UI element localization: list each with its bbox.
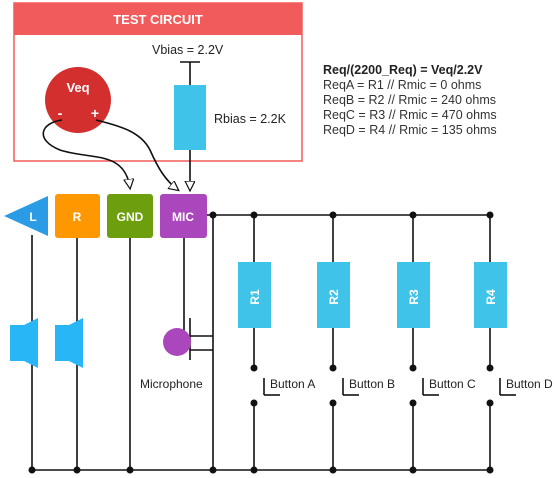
button-d-label: Button D bbox=[506, 377, 553, 391]
microphone-label: Microphone bbox=[140, 377, 203, 391]
resistor-r4 bbox=[474, 262, 507, 328]
resistor-r3 bbox=[397, 262, 430, 328]
test-circuit-title: TEST CIRCUIT bbox=[113, 12, 203, 27]
rbias-label: Rbias = 2.2K bbox=[214, 112, 287, 126]
test-circuit-header bbox=[14, 3, 302, 35]
equation-line-3: ReqB = R2 // Rmic = 240 ohms bbox=[323, 93, 496, 107]
connector-mic: MIC bbox=[160, 194, 207, 238]
equation-line-1: Req/(2200_Req) = Veq/2.2V bbox=[323, 63, 483, 77]
veq-minus-lead bbox=[42, 119, 130, 188]
veq-plus-lead bbox=[95, 119, 178, 190]
svg-text:L: L bbox=[29, 210, 36, 224]
speaker-left-icon bbox=[10, 318, 38, 368]
veq-label: Veq bbox=[66, 80, 89, 95]
svg-text:GND: GND bbox=[117, 210, 144, 224]
microphone: Microphone bbox=[140, 318, 213, 391]
junction-dots bbox=[28, 211, 494, 474]
veq-minus: - bbox=[58, 105, 63, 121]
speaker-right-icon bbox=[55, 318, 83, 368]
button-c-label: Button C bbox=[429, 377, 476, 391]
svg-text:R2: R2 bbox=[327, 289, 341, 305]
resistor-column-2: R2 Button B bbox=[317, 215, 395, 470]
equation-line-4: ReqC = R3 // Rmic = 470 ohms bbox=[323, 108, 497, 122]
svg-text:R: R bbox=[73, 210, 82, 224]
connector-r: R bbox=[55, 194, 100, 238]
vbias-label: Vbias = 2.2V bbox=[152, 43, 224, 57]
rbias-resistor bbox=[174, 85, 206, 150]
microphone-icon bbox=[163, 328, 191, 356]
svg-text:R4: R4 bbox=[484, 289, 498, 305]
equation-line-2: ReqA = R1 // Rmic = 0 ohms bbox=[323, 78, 481, 92]
connector-l: L bbox=[4, 196, 48, 236]
svg-text:R3: R3 bbox=[407, 289, 421, 305]
resistor-column-3: R3 Button C bbox=[397, 215, 476, 470]
resistor-r2 bbox=[317, 262, 350, 328]
veq-plus: + bbox=[91, 105, 99, 121]
veq-source: Veq - + bbox=[45, 67, 111, 133]
connector-gnd: GND bbox=[107, 194, 153, 238]
svg-text:MIC: MIC bbox=[172, 210, 194, 224]
resistor-column-1: R1 Button A bbox=[238, 215, 315, 470]
resistor-column-4: R4 Button D bbox=[474, 215, 553, 470]
resistor-r1 bbox=[238, 262, 271, 328]
button-a-label: Button A bbox=[270, 377, 315, 391]
equation-line-5: ReqD = R4 // Rmic = 135 ohms bbox=[323, 123, 497, 137]
svg-text:R1: R1 bbox=[248, 289, 262, 305]
equations-block: Req/(2200_Req) = Veq/2.2V ReqA = R1 // R… bbox=[323, 63, 497, 137]
button-b-label: Button B bbox=[349, 377, 395, 391]
